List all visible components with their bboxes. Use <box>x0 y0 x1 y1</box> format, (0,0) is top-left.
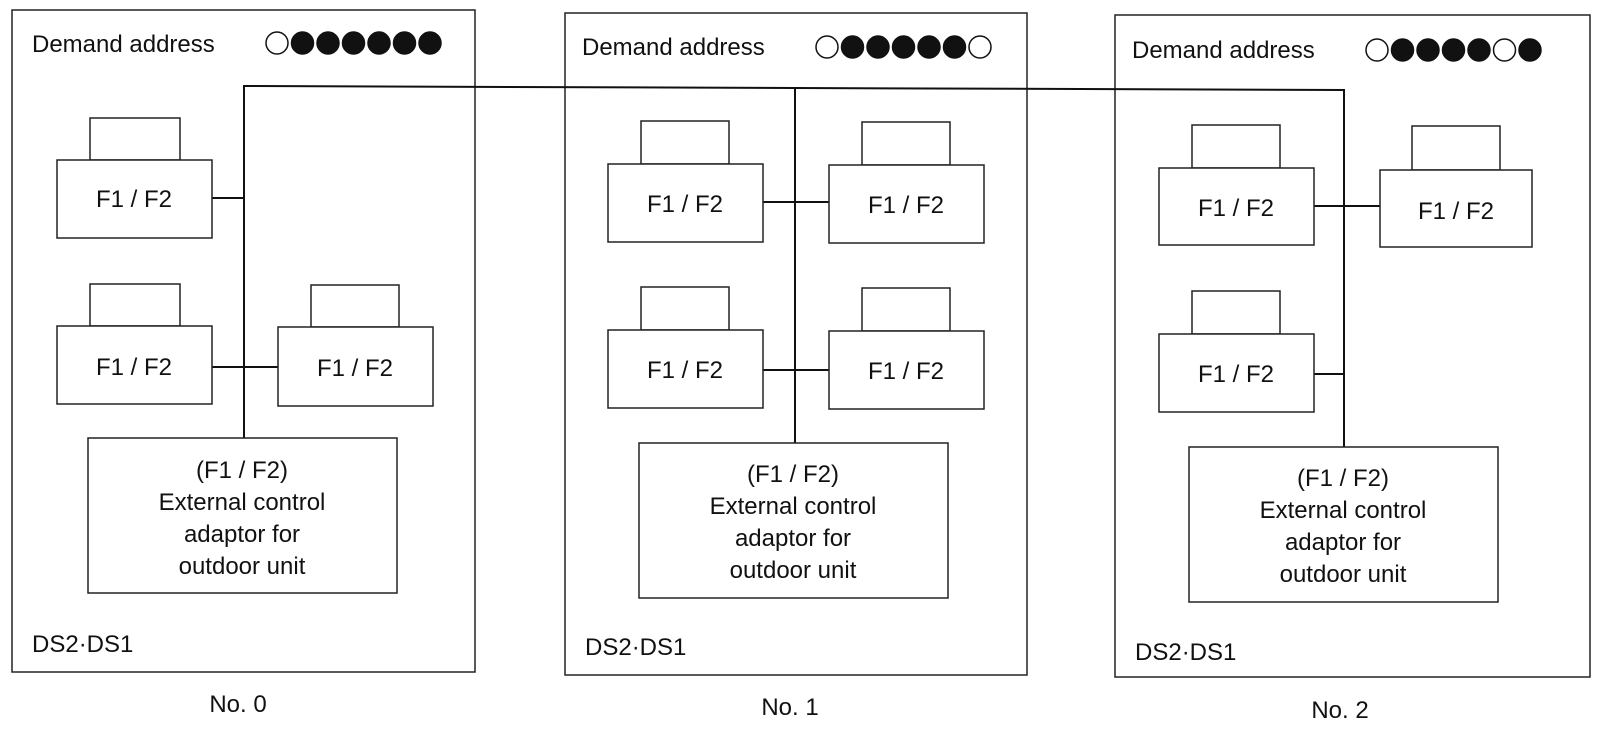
unit-label: F1 / F2 <box>96 354 172 381</box>
dot-filled <box>316 31 340 55</box>
address-dots <box>265 31 442 55</box>
address-dots <box>815 35 992 59</box>
panel-caption: No. 1 <box>761 694 818 721</box>
dot-empty <box>265 31 289 55</box>
ds-switch-label: DS2·DS1 <box>1135 639 1236 666</box>
external-control-adaptor: (F1 / F2) External control adaptor for o… <box>638 442 949 599</box>
unit-label: F1 / F2 <box>868 358 944 385</box>
indoor-unit: F1 / F2 <box>607 286 764 409</box>
unit-label: F1 / F2 <box>1418 198 1494 225</box>
dot-filled <box>1441 38 1466 62</box>
external-control-adaptor: (F1 / F2) External control adaptor for o… <box>1188 446 1499 603</box>
indoor-unit: F1 / F2 <box>1379 125 1533 248</box>
adaptor-line: outdoor unit <box>179 553 306 580</box>
indoor-unit: F1 / F2 <box>56 283 213 405</box>
adaptor-line: (F1 / F2) <box>1297 465 1389 492</box>
indoor-unit: F1 / F2 <box>828 287 985 410</box>
indoor-unit: F1 / F2 <box>277 284 434 407</box>
adaptor-line: (F1 / F2) <box>747 461 839 488</box>
indoor-unit: F1 / F2 <box>1158 290 1315 413</box>
dot-empty <box>968 35 992 59</box>
ds-switch-label: DS2·DS1 <box>32 631 133 658</box>
dot-empty <box>815 35 839 59</box>
indoor-unit: F1 / F2 <box>1158 124 1315 246</box>
dot-filled <box>1518 38 1542 62</box>
adaptor-line: adaptor for <box>184 521 300 548</box>
dot-filled <box>840 35 865 59</box>
dot-empty <box>1365 38 1389 62</box>
dot-filled <box>367 31 391 55</box>
demand-address-label: Demand address <box>32 31 215 58</box>
indoor-unit: F1 / F2 <box>56 117 213 239</box>
adaptor-line: External control <box>710 493 877 520</box>
dot-empty <box>1492 38 1517 62</box>
demand-address-label: Demand address <box>582 34 765 61</box>
panel-caption: No. 2 <box>1311 697 1368 724</box>
dot-filled <box>866 35 890 59</box>
adaptor-line: outdoor unit <box>730 557 857 584</box>
external-control-adaptor: (F1 / F2) External control adaptor for o… <box>87 437 398 594</box>
dot-filled <box>1390 38 1415 62</box>
dot-filled <box>1416 38 1440 62</box>
adaptor-line: (F1 / F2) <box>196 457 288 484</box>
unit-label: F1 / F2 <box>1198 195 1274 222</box>
adaptor-line: outdoor unit <box>1280 561 1407 588</box>
unit-label: F1 / F2 <box>647 191 723 218</box>
indoor-unit: F1 / F2 <box>828 121 985 244</box>
adaptor-line: adaptor for <box>1285 529 1401 556</box>
dot-filled <box>341 31 366 55</box>
dot-filled <box>917 35 941 59</box>
panel-caption: No. 0 <box>209 691 266 718</box>
unit-label: F1 / F2 <box>96 186 172 213</box>
adaptor-line: adaptor for <box>735 525 851 552</box>
unit-label: F1 / F2 <box>868 192 944 219</box>
dot-filled <box>1467 38 1491 62</box>
dot-filled <box>290 31 315 55</box>
ds-switch-label: DS2·DS1 <box>585 634 686 661</box>
address-dots <box>1365 38 1542 62</box>
unit-label: F1 / F2 <box>647 357 723 384</box>
dot-filled <box>418 31 442 55</box>
adaptor-line: External control <box>1260 497 1427 524</box>
demand-address-label: Demand address <box>1132 37 1315 64</box>
adaptor-line: External control <box>159 489 326 516</box>
indoor-unit: F1 / F2 <box>607 120 764 243</box>
dot-filled <box>891 35 916 59</box>
dot-filled <box>392 31 417 55</box>
unit-label: F1 / F2 <box>1198 361 1274 388</box>
unit-label: F1 / F2 <box>317 355 393 382</box>
dot-filled <box>942 35 967 59</box>
